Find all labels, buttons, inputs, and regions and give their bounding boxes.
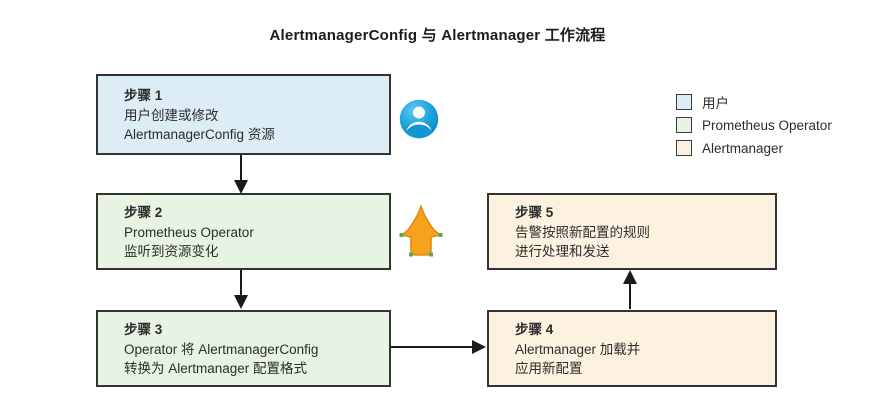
legend: 用户 Prometheus Operator Alertmanager <box>676 94 832 163</box>
step-3-box: 步骤 3 Operator 将 AlertmanagerConfig 转换为 A… <box>96 310 391 387</box>
legend-label-alertmanager: Alertmanager <box>702 140 784 156</box>
step-5-line-1: 告警按照新配置的规则 <box>515 224 650 240</box>
step-5-box: 步骤 5 告警按照新配置的规则 进行处理和发送 <box>487 193 777 270</box>
step-3-label: 步骤 3 <box>124 321 163 337</box>
step-3-line-1: Operator 将 AlertmanagerConfig <box>124 341 319 357</box>
step-5-label: 步骤 5 <box>515 204 554 220</box>
user-icon <box>397 97 441 146</box>
step-1-label: 步骤 1 <box>124 87 163 103</box>
step-1-line-1: 用户创建或修改 <box>124 107 219 123</box>
legend-label-user: 用户 <box>702 96 729 111</box>
arrow-step4-to-step5 <box>623 270 637 309</box>
step-4-box: 步骤 4 Alertmanager 加载并 应用新配置 <box>487 310 777 387</box>
step-2-box: 步骤 2 Prometheus Operator 监听到资源变化 <box>96 193 391 270</box>
step-2-line-2: 监听到资源变化 <box>124 243 219 259</box>
arrow-step2-to-step3 <box>234 270 248 309</box>
diagram-title: AlertmanagerConfig 与 Alertmanager 工作流程 <box>269 27 606 44</box>
legend-item-user: 用户 <box>676 94 832 111</box>
legend-swatch-user <box>676 94 692 110</box>
step-5-line-2: 进行处理和发送 <box>515 243 610 259</box>
arrow-step3-to-step4 <box>391 340 486 354</box>
legend-swatch-prometheus-operator <box>676 117 692 133</box>
legend-swatch-alertmanager <box>676 140 692 156</box>
step-4-line-2: 应用新配置 <box>515 360 583 376</box>
arrow-step1-to-step2 <box>234 155 248 194</box>
legend-label-prometheus-operator: Prometheus Operator <box>702 117 832 133</box>
legend-item-alertmanager: Alertmanager <box>676 140 832 156</box>
prometheus-flame-icon <box>397 204 445 266</box>
step-1-box: 步骤 1 用户创建或修改 AlertmanagerConfig 资源 <box>96 74 391 155</box>
step-3-line-2: 转换为 Alertmanager 配置格式 <box>124 360 308 376</box>
step-4-line-1: Alertmanager 加载并 <box>515 341 641 357</box>
legend-item-prometheus-operator: Prometheus Operator <box>676 117 832 133</box>
step-2-line-1: Prometheus Operator <box>124 224 254 240</box>
step-4-label: 步骤 4 <box>515 321 554 337</box>
step-1-line-2: AlertmanagerConfig 资源 <box>124 126 275 142</box>
step-2-label: 步骤 2 <box>124 204 163 220</box>
